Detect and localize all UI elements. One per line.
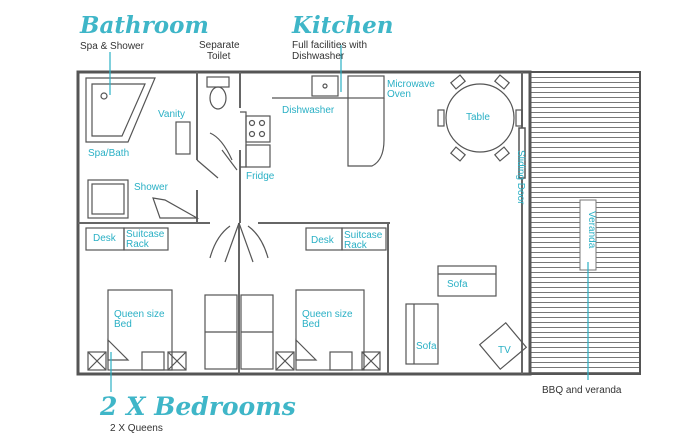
bedrooms-heading: 2 X Bedrooms (100, 392, 296, 421)
kitchen-note-line1: Full facilities with (292, 40, 368, 51)
microwave-label-line2: Oven (387, 89, 411, 100)
bedroom-1-suitcase-label-line2: Rack (126, 239, 149, 250)
bedroom-2-bed-label-line2: Bed (302, 319, 320, 330)
veranda-deck (529, 71, 641, 375)
bedroom-2-furniture (275, 227, 387, 371)
wardrobes (204, 294, 274, 370)
bedroom-1-bed-label-line2: Bed (114, 319, 132, 330)
bedroom-1-bed-label-line1: Queen size (114, 309, 165, 320)
bedroom-1-desk-label: Desk (93, 233, 116, 244)
bedroom-2-suitcase-label-line1: Suitcase (344, 230, 383, 241)
bedrooms-note: 2 X Queens (110, 423, 163, 434)
fridge-label: Fridge (246, 171, 275, 182)
bathroom-fixtures (85, 77, 219, 219)
bedroom-1-furniture (85, 227, 187, 371)
shower-label: Shower (134, 182, 168, 193)
bathroom-heading: Bathroom (80, 12, 209, 39)
tv-label: TV (498, 345, 511, 356)
kitchen-fixtures (240, 75, 385, 168)
bedroom-2-bed-label-line1: Queen size (302, 309, 353, 320)
bedroom-2-suitcase-label-line2: Rack (344, 240, 367, 251)
kitchen-heading: Kitchen (292, 12, 394, 39)
veranda-note: BBQ and veranda (542, 385, 622, 396)
toilet (206, 76, 238, 171)
leader-lines (109, 45, 589, 392)
dining-table (437, 74, 523, 162)
interior-walls (78, 72, 523, 374)
sliding-door-label: Sliding Door (515, 150, 526, 205)
spa-bath-label: Spa/Bath (88, 148, 130, 159)
bedroom-2-desk-label: Desk (311, 235, 334, 246)
table-label: Table (466, 112, 490, 123)
toilet-note-line1: Separate (199, 40, 240, 51)
bathroom-note: Spa & Shower (80, 41, 144, 52)
sliding-door (518, 127, 526, 179)
vanity-label: Vanity (158, 109, 186, 120)
toilet-note-line2: Toilet (207, 51, 231, 62)
sofa-label-1: Sofa (447, 279, 468, 290)
kitchen-note-line2: Dishwasher (292, 51, 345, 62)
microwave-label-line1: Microwave (387, 79, 435, 90)
bedroom-doors (209, 222, 269, 263)
living-furniture (405, 265, 528, 371)
dishwasher-label: Dishwasher (282, 105, 335, 116)
bedroom-1-suitcase-label-line1: Suitcase (126, 229, 165, 240)
sofa-label-2: Sofa (416, 341, 437, 352)
veranda-label: Veranda (586, 211, 597, 249)
